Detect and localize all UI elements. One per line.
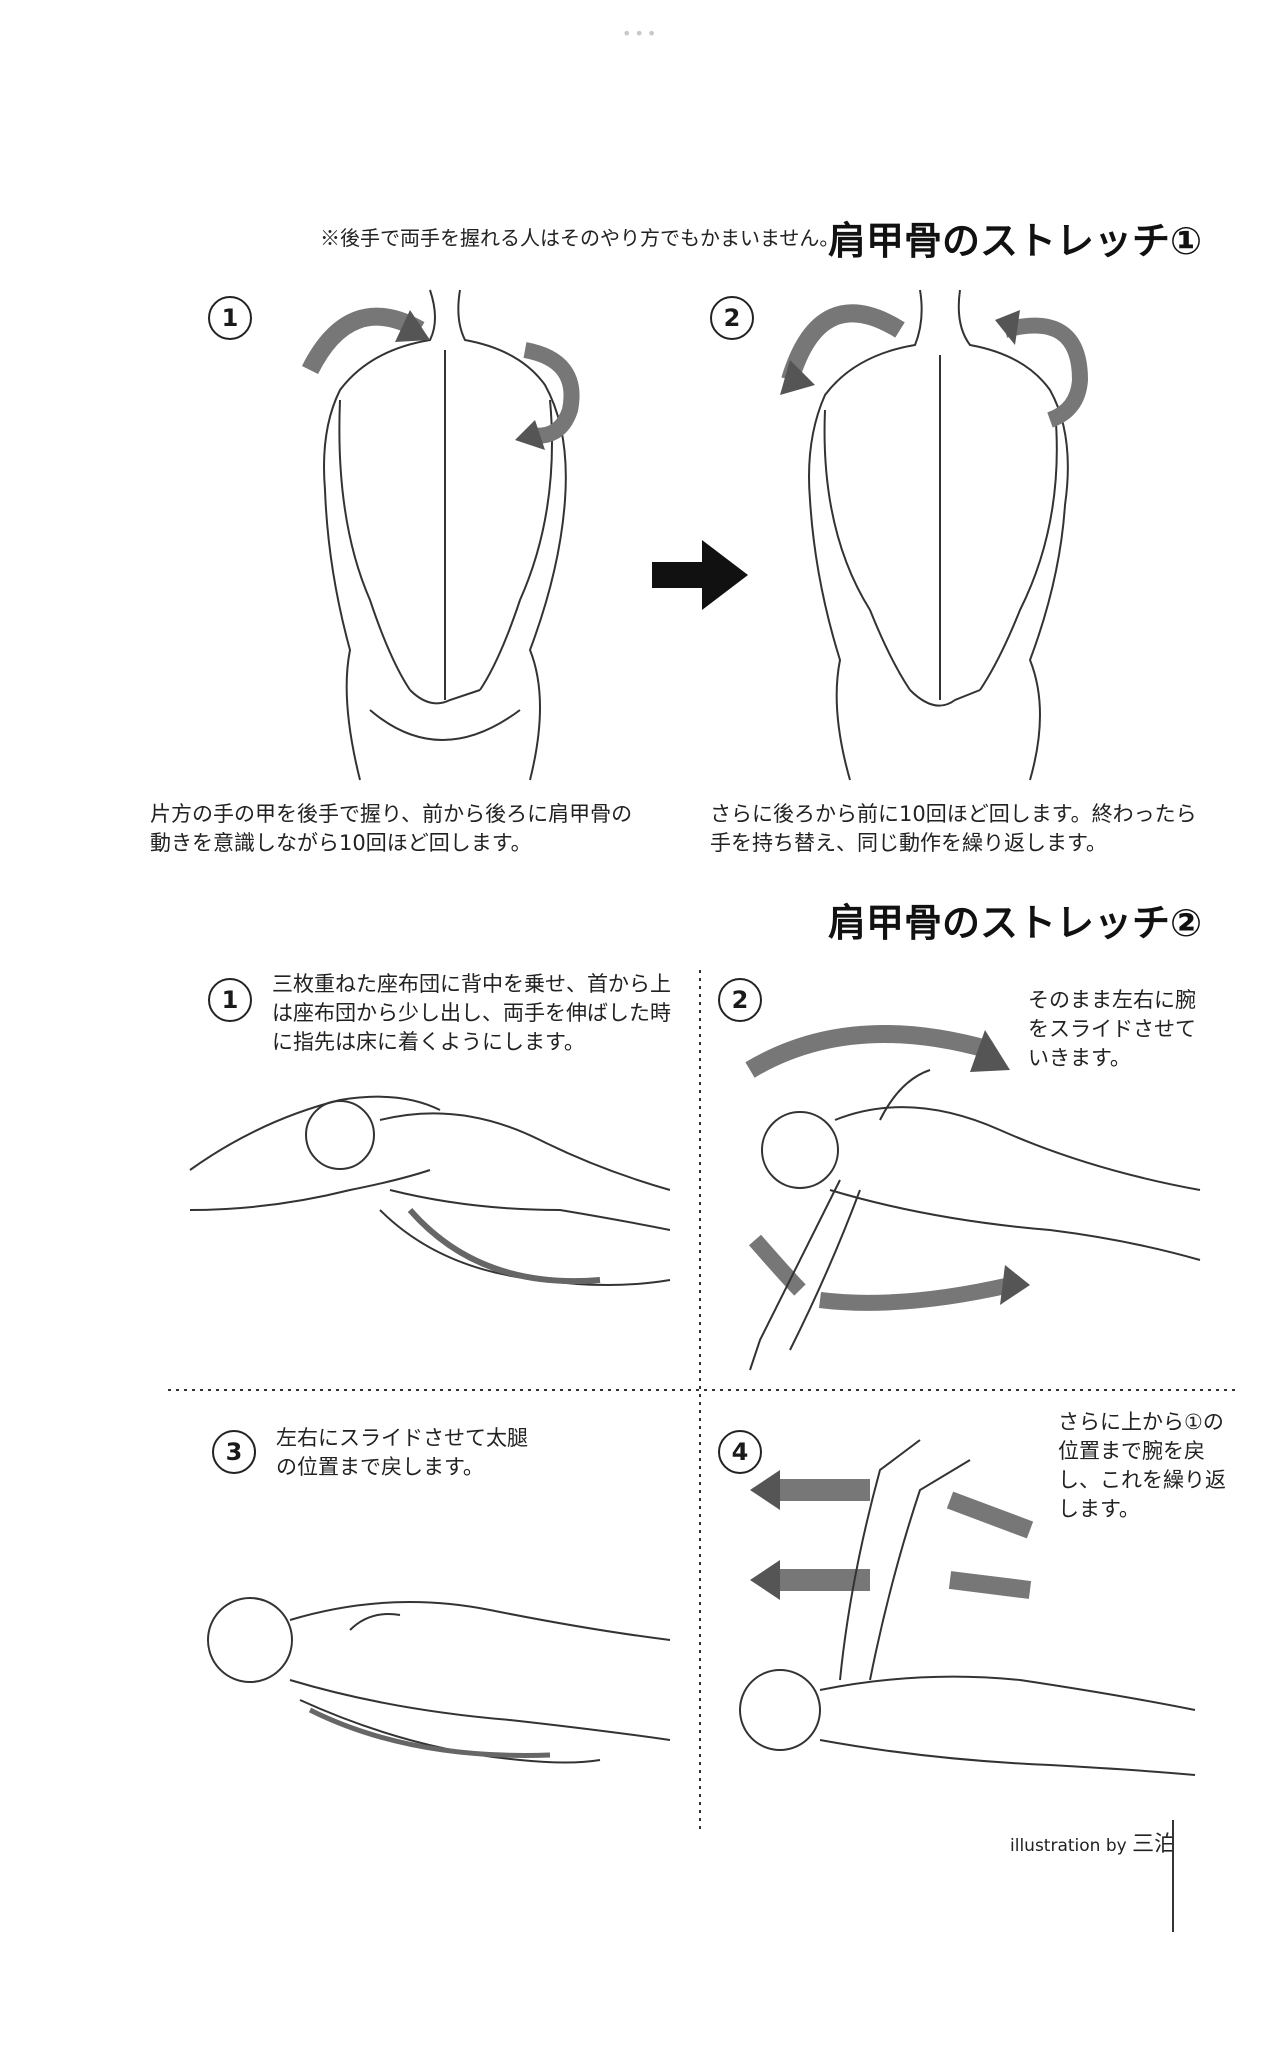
back-figure-illustration-1 (301, 289, 580, 781)
section2-step1-number: 1 (208, 978, 252, 1022)
page-indicator-dots: ••• (622, 24, 660, 43)
lying-figure-illustration-4 (739, 1439, 1196, 1776)
next-step-arrow-icon (652, 540, 748, 610)
back-figure-illustration-2 (780, 289, 1089, 781)
lying-figure-illustration-1 (189, 1095, 671, 1286)
section1-step1-caption: 片方の手の甲を後手で握り、前から後ろに肩甲骨の動きを意識しながら10回ほど回しま… (150, 802, 633, 855)
illustration-credit: illustration by 三泊 (1010, 1826, 1176, 1858)
section2-step4-number: 4 (718, 1430, 762, 1474)
section1-step2-number: 2 (710, 296, 754, 340)
section2-step1-caption: 三枚重ねた座布団に背中を乗せ、首から上は座布団から少し出し、両手を伸ばした時に指… (272, 972, 671, 1054)
section2-step2-caption: そのまま左右に腕をスライドさせていきます。 (1028, 988, 1196, 1070)
lying-figure-illustration-3 (207, 1597, 671, 1764)
section2-title: 肩甲骨のストレッチ② (828, 901, 1203, 945)
credit-prefix: illustration by (1010, 1836, 1127, 1856)
section1-note: ※後手で両手を握れる人はそのやり方でもかまいません。 (320, 226, 840, 250)
credit-illustrator-name: 三泊 (1132, 1832, 1177, 1857)
section1-step1-number: 1 (208, 296, 252, 340)
panel-dividers (168, 970, 1240, 1830)
lying-figure-illustration-2 (745, 1025, 1201, 1371)
section2-step4-caption: さらに上から①の位置まで腕を戻し、これを繰り返します。 (1058, 1410, 1226, 1521)
section2-step3-caption: 左右にスライドさせて太腿の位置まで戻します。 (276, 1426, 528, 1479)
section2-step3-number: 3 (212, 1430, 256, 1474)
section2-step2-number: 2 (718, 978, 762, 1022)
section1-step2-caption: さらに後ろから前に10回ほど回します。終わったら手を持ち替え、同じ動作を繰り返し… (710, 802, 1197, 855)
section1-title: 肩甲骨のストレッチ① (828, 219, 1203, 263)
margin-rule (1172, 1820, 1174, 1932)
